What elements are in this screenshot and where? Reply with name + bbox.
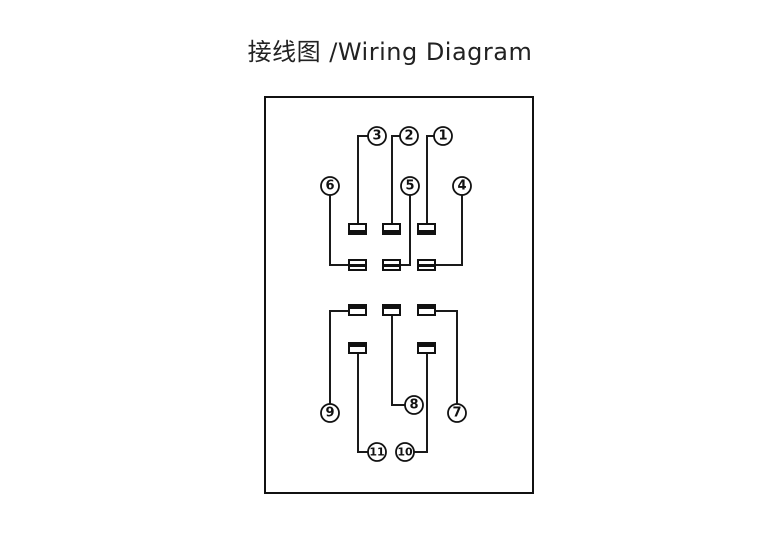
pin-3: 3 bbox=[367, 126, 387, 146]
diagram-title: 接线图 /Wiring Diagram bbox=[0, 32, 780, 67]
wire-pin-4 bbox=[435, 194, 463, 266]
terminal-lower-b1 bbox=[348, 342, 367, 354]
pin-9: 9 bbox=[320, 403, 340, 423]
wire-pin-2 bbox=[391, 135, 401, 225]
wire-pin-6 bbox=[329, 194, 352, 266]
terminal-upper-a2 bbox=[382, 223, 401, 235]
contact-terminals bbox=[348, 223, 436, 354]
pin-10: 10 bbox=[395, 442, 415, 462]
terminal-lower-b3 bbox=[417, 342, 436, 354]
pin-4-label: 4 bbox=[457, 179, 466, 194]
wire-pin-11 bbox=[357, 352, 368, 453]
pin-labels: 1 2 3 4 5 6 7 8 bbox=[320, 126, 472, 462]
upper-wiring bbox=[329, 135, 463, 266]
wire-pin-8 bbox=[391, 315, 406, 406]
pin-9-label: 9 bbox=[325, 406, 334, 421]
wire-pin-5 bbox=[400, 194, 411, 266]
pin-6-label: 6 bbox=[325, 179, 334, 194]
terminal-upper-b3 bbox=[417, 259, 436, 271]
terminal-upper-a3 bbox=[417, 223, 436, 235]
terminal-upper-a1 bbox=[348, 223, 367, 235]
wire-pin-7 bbox=[435, 310, 458, 404]
diagram-frame bbox=[264, 96, 534, 494]
terminal-lower-a3 bbox=[417, 304, 436, 316]
pin-10-label: 10 bbox=[397, 446, 413, 459]
wire-pin-10 bbox=[414, 352, 428, 453]
pin-8-label: 8 bbox=[409, 398, 418, 413]
wire-pin-1 bbox=[426, 135, 436, 225]
terminal-upper-b1 bbox=[348, 259, 367, 271]
pin-7-label: 7 bbox=[452, 406, 461, 421]
pin-5-label: 5 bbox=[405, 179, 414, 194]
terminal-upper-b2 bbox=[382, 259, 401, 271]
pin-2: 2 bbox=[399, 126, 419, 146]
wire-pin-3 bbox=[357, 135, 369, 225]
pin-2-label: 2 bbox=[404, 129, 413, 144]
pin-3-label: 3 bbox=[372, 129, 381, 144]
terminal-lower-a2 bbox=[382, 304, 401, 316]
pin-1: 1 bbox=[433, 126, 453, 146]
pin-11-label: 11 bbox=[369, 446, 384, 459]
pin-8: 8 bbox=[404, 395, 424, 415]
pin-7: 7 bbox=[447, 403, 467, 423]
pin-1-label: 1 bbox=[438, 129, 447, 144]
pin-4: 4 bbox=[452, 176, 472, 196]
terminal-lower-a1 bbox=[348, 304, 367, 316]
pin-11: 11 bbox=[367, 442, 387, 462]
wire-pin-9 bbox=[329, 310, 352, 404]
pin-6: 6 bbox=[320, 176, 340, 196]
diagram-title-text: 接线图 /Wiring Diagram bbox=[247, 38, 533, 66]
pin-5: 5 bbox=[400, 176, 420, 196]
lower-wiring bbox=[329, 310, 458, 453]
